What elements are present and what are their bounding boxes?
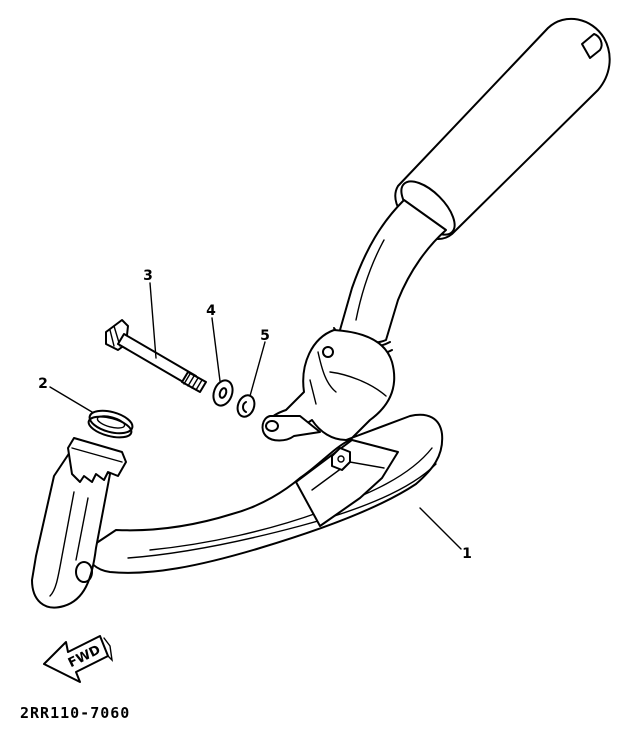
- leader-lines: [49, 282, 462, 550]
- part-5-spring-washer: [236, 394, 256, 418]
- bracket-nut: [331, 447, 351, 471]
- muffler-end-cap: [581, 33, 603, 59]
- part-code: 2RR110-7060: [20, 704, 130, 722]
- callout-1: 1: [462, 546, 472, 562]
- forward-direction-arrow: FWD: [43, 635, 113, 683]
- callout-4: 4: [206, 303, 216, 319]
- pipe-cone: [339, 199, 447, 344]
- part-4-washer: [212, 379, 234, 407]
- stay-bracket: [295, 439, 399, 527]
- part-2-gasket: [87, 409, 134, 439]
- part-1-exhaust-muffler: [31, 18, 611, 609]
- muffler-canister: [394, 18, 611, 240]
- callout-2: 2: [38, 376, 48, 392]
- part-3-bolt: [105, 319, 207, 393]
- callout-3: 3: [143, 268, 153, 284]
- head-pipe-flange: [67, 437, 127, 483]
- callout-5: 5: [260, 328, 270, 344]
